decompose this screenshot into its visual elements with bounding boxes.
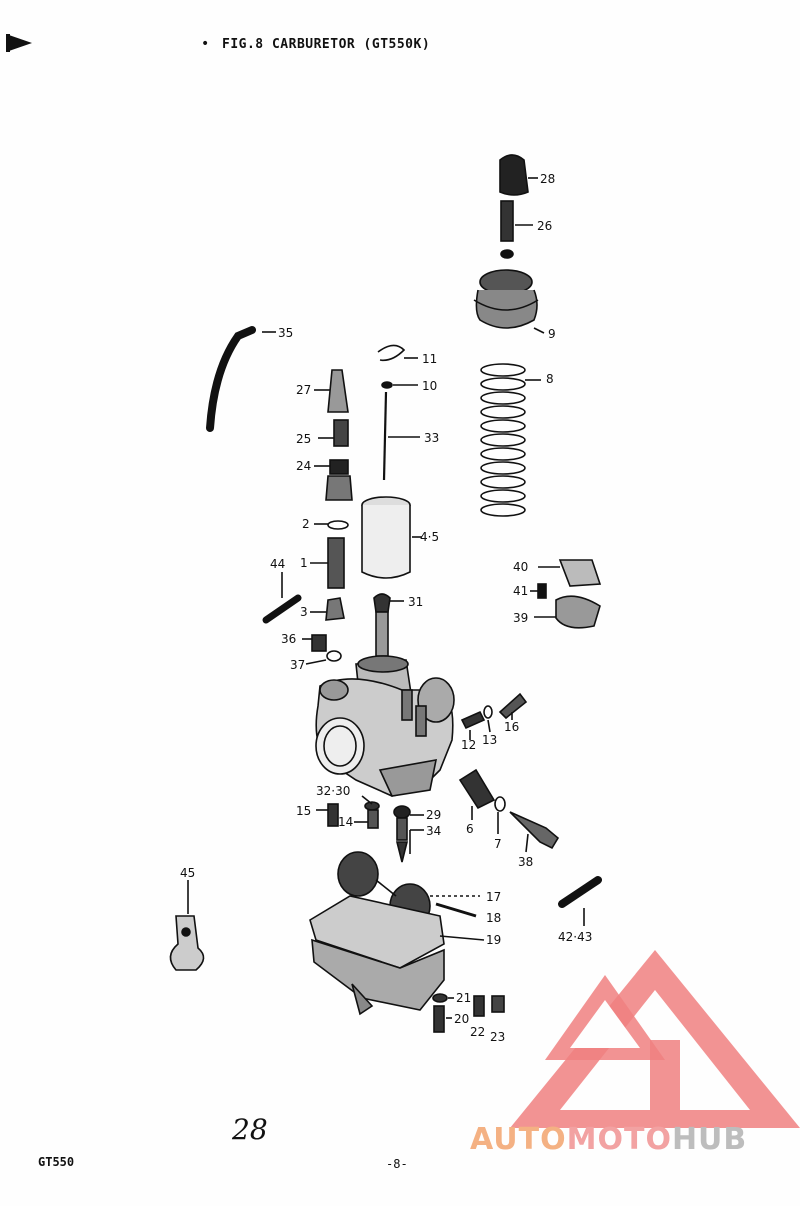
part-1-spring bbox=[327, 537, 345, 589]
part-8-spring bbox=[480, 363, 526, 517]
callout-36: 36 bbox=[281, 632, 297, 646]
callout-2: 2 bbox=[302, 517, 310, 531]
part-38-screw bbox=[509, 811, 560, 850]
callout-11: 11 bbox=[422, 352, 438, 366]
part-33-needle bbox=[382, 391, 388, 481]
callout-32-30: 32·30 bbox=[316, 784, 351, 798]
callout-3: 3 bbox=[300, 605, 308, 619]
part-42-43-pipe bbox=[558, 876, 602, 908]
part-40-bracket bbox=[558, 559, 602, 587]
part-27-cap bbox=[327, 369, 349, 413]
callout-4-5: 4·5 bbox=[420, 530, 440, 544]
callout-6: 6 bbox=[466, 822, 474, 836]
callout-42-43: 42·43 bbox=[558, 930, 593, 944]
model-label: GT550 bbox=[38, 1155, 75, 1169]
part-17-float bbox=[337, 851, 379, 897]
callout-18: 18 bbox=[486, 911, 502, 925]
callout-20: 20 bbox=[454, 1012, 470, 1026]
callout-29: 29 bbox=[426, 808, 442, 822]
callout-34: 34 bbox=[426, 824, 442, 838]
title-bullet: • bbox=[201, 36, 210, 52]
callout-40: 40 bbox=[513, 560, 529, 574]
callout-10: 10 bbox=[422, 379, 438, 393]
part-24-plunger bbox=[325, 475, 353, 501]
part-45-clip bbox=[169, 915, 205, 971]
callout-15: 15 bbox=[296, 804, 312, 818]
callout-12: 12 bbox=[461, 738, 477, 752]
callout-16: 16 bbox=[504, 720, 520, 734]
callout-23: 23 bbox=[490, 1030, 506, 1044]
callout-26: 26 bbox=[537, 219, 553, 233]
watermark-hub: HUB bbox=[671, 1122, 748, 1157]
callout-25: 25 bbox=[296, 432, 312, 446]
callout-14: 14 bbox=[338, 815, 354, 829]
part-39-bracket bbox=[555, 595, 601, 629]
callout-21: 21 bbox=[456, 991, 472, 1005]
callout-17: 17 bbox=[486, 890, 502, 904]
callout-41: 41 bbox=[513, 584, 529, 598]
callout-1: 1 bbox=[300, 556, 308, 570]
watermark-logo bbox=[510, 950, 800, 1128]
callout-7: 7 bbox=[494, 837, 502, 851]
callout-39: 39 bbox=[513, 611, 529, 625]
part-44-pipe bbox=[262, 594, 302, 624]
watermark-text: AUTOMOTOHUB bbox=[470, 1122, 747, 1157]
callout-31: 31 bbox=[408, 595, 424, 609]
callout-44: 44 bbox=[270, 557, 286, 571]
part-26-adjuster bbox=[500, 200, 514, 242]
callout-22: 22 bbox=[470, 1025, 486, 1039]
watermark-moto: MOTO bbox=[566, 1122, 672, 1157]
part-28-cap bbox=[499, 154, 529, 196]
part-11-clip bbox=[377, 344, 406, 362]
page-number: -8- bbox=[386, 1157, 408, 1171]
callout-27: 27 bbox=[296, 383, 312, 397]
callout-35: 35 bbox=[278, 326, 294, 340]
part-35-hose bbox=[206, 326, 256, 432]
figure-title: FIG.8 CARBURETOR (GT550K) bbox=[222, 37, 431, 52]
callout-9: 9 bbox=[548, 327, 556, 341]
callout-45: 45 bbox=[180, 866, 196, 880]
callout-28: 28 bbox=[540, 172, 556, 186]
part-4-5-slide bbox=[361, 505, 411, 579]
callout-33: 33 bbox=[424, 431, 440, 445]
corner-mark-arrow bbox=[6, 34, 32, 52]
callout-13: 13 bbox=[482, 733, 498, 747]
callout-19: 19 bbox=[486, 933, 502, 947]
callout-24: 24 bbox=[296, 459, 312, 473]
part-25-screw bbox=[333, 419, 349, 447]
callout-37: 37 bbox=[290, 658, 306, 672]
part-6-jet bbox=[458, 768, 496, 810]
callout-38: 38 bbox=[518, 855, 534, 869]
part-19-float-bowl bbox=[309, 895, 445, 1016]
handwritten-page-note: 28 bbox=[232, 1113, 268, 1146]
callout-8: 8 bbox=[546, 372, 554, 386]
part-3-plunger bbox=[325, 597, 345, 621]
carburetor-body bbox=[315, 655, 455, 797]
watermark-auto: AUTO bbox=[470, 1122, 567, 1157]
